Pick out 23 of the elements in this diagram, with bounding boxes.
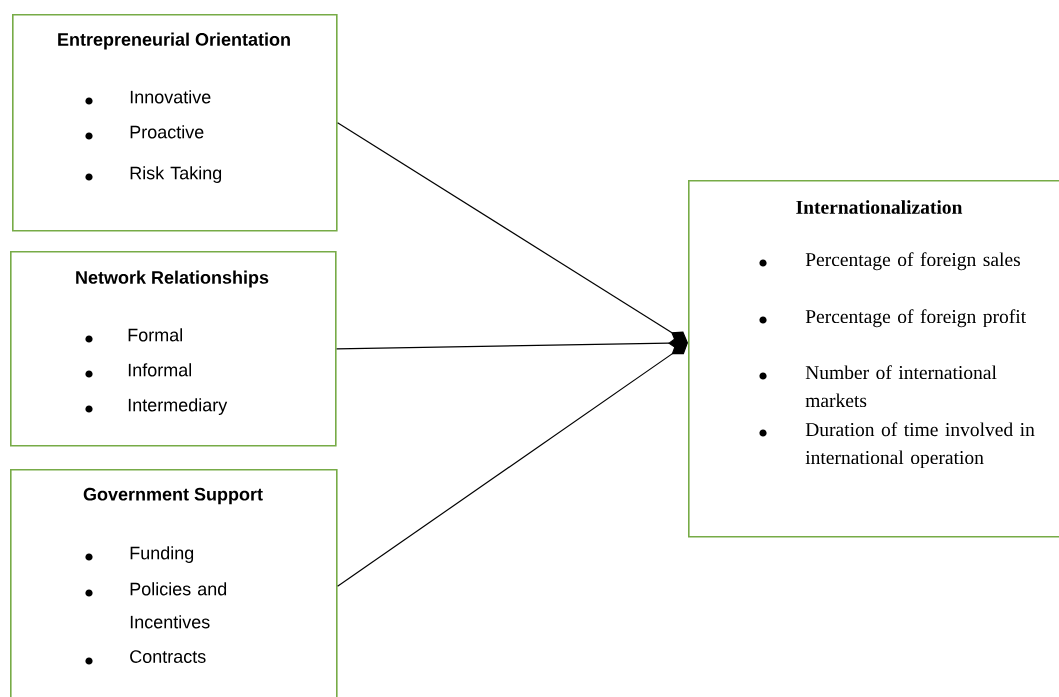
bullet-item: Proactive [85, 125, 204, 140]
heading: Internationalization [796, 200, 963, 214]
heading: Entrepreneurial Orientation [58, 32, 290, 50]
bullet-item: Risk Taking [85, 166, 222, 183]
bullet-item: Intermediary [85, 398, 228, 415]
bullet-item: Number of international markets [759, 365, 997, 408]
concept-box [10, 251, 337, 447]
heading: Government Support [83, 487, 263, 505]
concept-box [10, 469, 338, 697]
bullet-item: Funding [85, 546, 194, 563]
bullet-item: Policies and Incentives [85, 582, 227, 629]
bullet-item: Duration of time involved in international operation [759, 422, 1035, 469]
bullet-item: Percentage of foreign profit [759, 309, 1026, 328]
concept-box [688, 180, 1059, 538]
arrow [337, 342, 688, 587]
concept-box [12, 14, 338, 232]
bullet-item: Innovative [85, 90, 211, 105]
arrow [337, 122, 688, 344]
bullet-item: Formal [85, 328, 182, 343]
bullet-item: Informal [85, 363, 191, 378]
heading: Network Relationships [76, 270, 269, 288]
bullet-item: Percentage of foreign sales [759, 252, 1020, 271]
bullet-item: Contracts [85, 650, 206, 665]
